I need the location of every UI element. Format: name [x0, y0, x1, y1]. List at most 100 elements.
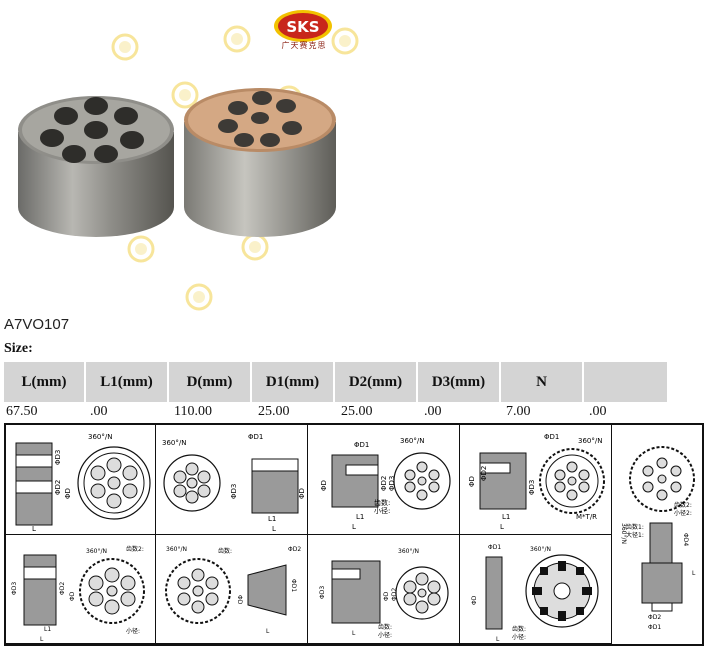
spec-value: .00 — [90, 404, 108, 419]
svg-text:齿数:: 齿数: — [374, 498, 390, 507]
svg-text:M*T/R: M*T/R — [576, 513, 597, 521]
drawing-type-1: 360°/N ΦD3 ΦD2 ΦD L — [6, 425, 156, 535]
svg-text:ΦD: ΦD — [298, 488, 306, 499]
sks-logo: SKS — [272, 8, 334, 54]
svg-text:ΦD3: ΦD3 — [388, 476, 396, 491]
svg-text:360°/N: 360°/N — [162, 439, 186, 447]
svg-text:ΦD2: ΦD2 — [648, 614, 661, 621]
svg-text:ΦD1: ΦD1 — [544, 433, 559, 441]
svg-text:ΦD: ΦD — [471, 595, 478, 605]
svg-text:ΦD: ΦD — [236, 595, 243, 605]
column-header: D1(mm) — [252, 362, 335, 402]
column-header: D3(mm) — [418, 362, 501, 402]
svg-text:L: L — [500, 523, 504, 531]
svg-text:360°/N: 360°/N — [400, 437, 424, 445]
spec-value: 25.00 — [341, 404, 373, 419]
spec-value: 110.00 — [174, 404, 212, 419]
drawing-type-3: ΦD1 360°/N ΦD ΦD2 ΦD3 L1 L 齿数: 小径: — [308, 425, 460, 535]
column-header: D2(mm) — [335, 362, 418, 402]
svg-text:L: L — [266, 628, 270, 635]
svg-text:ΦD2: ΦD2 — [391, 588, 398, 601]
svg-text:360°/N: 360°/N — [530, 546, 551, 553]
svg-text:ΦD: ΦD — [383, 591, 390, 601]
drawing-type-9: ΦD1 360°/N ΦD L 齿数: 小径: — [460, 535, 612, 644]
svg-text:小径:: 小径: — [378, 631, 392, 639]
svg-text:ΦD: ΦD — [64, 488, 72, 499]
drawing-type-8: 360°/N ΦD3 ΦD ΦD2 L 齿数: 小径: — [308, 535, 460, 644]
svg-text:L1: L1 — [44, 626, 51, 633]
svg-text:L: L — [352, 523, 356, 531]
product-photo — [12, 82, 342, 242]
svg-text:ΦD3: ΦD3 — [230, 484, 238, 499]
watermark-logo — [222, 24, 252, 54]
svg-text:ΦD3: ΦD3 — [54, 450, 62, 465]
spec-value: .00 — [424, 404, 442, 419]
svg-text:ΦD2: ΦD2 — [380, 476, 388, 491]
svg-text:L: L — [496, 636, 500, 643]
svg-text:ΦD: ΦD — [468, 476, 476, 487]
column-header: D(mm) — [169, 362, 252, 402]
svg-text:360°/N: 360°/N — [578, 437, 602, 445]
spec-value: .00 — [589, 404, 607, 419]
svg-text:ΦD: ΦD — [320, 480, 328, 491]
watermark-logo — [126, 234, 156, 264]
spec-value: 67.50 — [6, 404, 38, 419]
svg-text:齿数2:: 齿数2: — [126, 545, 144, 553]
svg-text:L: L — [40, 636, 44, 643]
logo-caption: 广天赛克思 — [281, 41, 327, 50]
svg-text:ΦD2: ΦD2 — [59, 582, 66, 595]
svg-text:小径2:: 小径2: — [674, 509, 692, 517]
column-header: L1(mm) — [86, 362, 169, 402]
svg-text:ΦD2: ΦD2 — [288, 546, 301, 553]
watermark-logo — [184, 282, 214, 312]
svg-text:L1: L1 — [268, 515, 276, 523]
spec-value: 7.00 — [506, 404, 531, 419]
svg-text:ΦD2: ΦD2 — [54, 480, 62, 495]
svg-text:360°/N: 360°/N — [620, 523, 627, 544]
svg-text:齿数:: 齿数: — [218, 547, 232, 555]
svg-text:ΦD3: ΦD3 — [528, 480, 536, 495]
watermark-logo — [330, 26, 360, 56]
spec-table-header: L(mm) L1(mm) D(mm) D1(mm) D2(mm) D3(mm) … — [4, 362, 667, 402]
svg-text:ΦD4: ΦD4 — [682, 533, 689, 546]
svg-text:小径:: 小径: — [512, 633, 526, 641]
svg-text:ΦD1: ΦD1 — [488, 544, 501, 551]
spec-value: 25.00 — [258, 404, 290, 419]
column-header: L(mm) — [4, 362, 86, 402]
svg-text:360°/N: 360°/N — [88, 433, 112, 441]
watermark-logo — [110, 32, 140, 62]
svg-text:齿数2:: 齿数2: — [674, 501, 692, 509]
svg-text:ΦD3: ΦD3 — [11, 582, 18, 595]
drawing-type-6: 360°/N ΦD3 ΦD ΦD2 L1 L 齿数2: 小径: — [6, 535, 156, 644]
svg-text:ΦD1: ΦD1 — [354, 441, 369, 449]
svg-text:L1: L1 — [356, 513, 364, 521]
watermark-logo — [170, 80, 200, 110]
product-model: A7VO107 — [4, 316, 70, 333]
svg-text:360°/N: 360°/N — [166, 546, 187, 553]
svg-text:ΦD: ΦD — [69, 591, 76, 601]
column-header — [584, 362, 667, 402]
drawing-type-7: 360°/N 齿数: ΦD2 ΦD1 ΦD L — [156, 535, 308, 644]
svg-text:L1: L1 — [502, 513, 510, 521]
svg-text:ΦD1: ΦD1 — [290, 579, 297, 592]
svg-text:L: L — [692, 570, 696, 577]
svg-text:360°/N: 360°/N — [398, 548, 419, 555]
svg-text:L: L — [32, 525, 36, 533]
drawing-type-5: 360°/N 齿数1: 大径1: 齿数2: 小径2: ΦD4 ΦD2 ΦD1 L — [612, 425, 702, 644]
svg-text:齿数:: 齿数: — [378, 623, 392, 631]
column-header: N — [501, 362, 584, 402]
spec-table-row: 67.50 .00 110.00 25.00 25.00 .00 7.00 .0… — [4, 404, 667, 422]
svg-text:ΦD3: ΦD3 — [319, 586, 326, 599]
svg-text:大径1:: 大径1: — [626, 531, 644, 539]
svg-text:齿数:: 齿数: — [512, 625, 526, 633]
drawing-type-4: ΦD1 360°/N ΦD ΦD2 ΦD3 L1 L M*T/R — [460, 425, 612, 535]
svg-text:360°/N: 360°/N — [86, 548, 107, 555]
svg-text:小径:: 小径: — [126, 627, 140, 635]
svg-text:ΦD1: ΦD1 — [648, 624, 661, 631]
size-label: Size: — [4, 341, 33, 356]
svg-text:L: L — [352, 630, 356, 637]
svg-text:L: L — [272, 525, 276, 533]
svg-text:齿数1:: 齿数1: — [626, 523, 644, 531]
svg-text:ΦD1: ΦD1 — [248, 433, 263, 441]
drawing-type-2: 360°/N ΦD1 ΦD3 ΦD L1 L — [156, 425, 308, 535]
